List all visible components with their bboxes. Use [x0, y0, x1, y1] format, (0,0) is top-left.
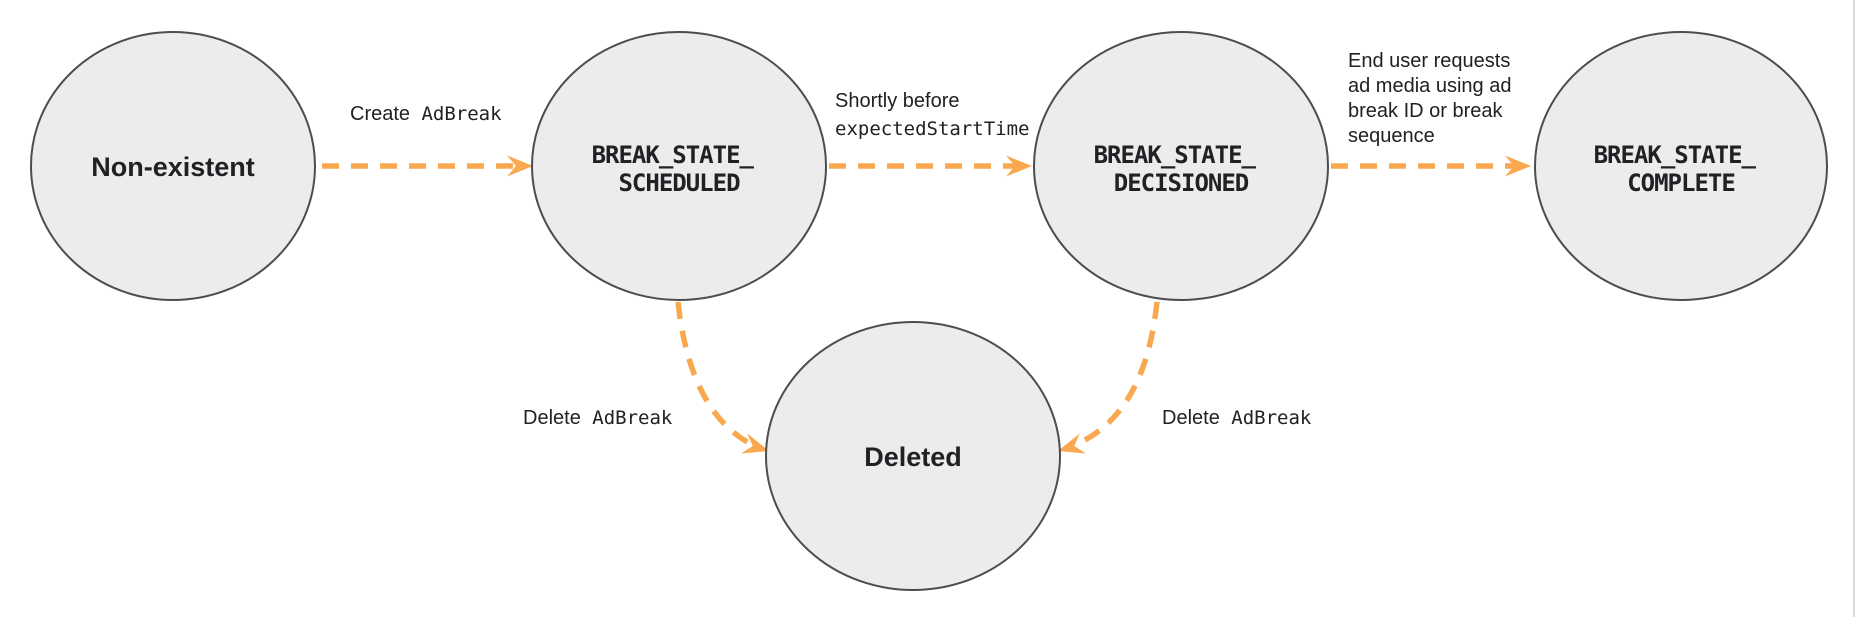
state-node-break-state-complete: BREAK_STATE_ COMPLETE: [1534, 31, 1828, 301]
state-circle: [765, 321, 1061, 591]
transition-arrow-curve: [1068, 301, 1160, 450]
state-node-break-state-decisioned: BREAK_STATE_ DECISIONED: [1033, 31, 1329, 301]
state-node-non-existent: Non-existent: [30, 31, 316, 301]
transition-label: End user requests ad media using ad brea…: [1348, 50, 1517, 147]
transition-label: Delete AdBreak: [1162, 407, 1312, 429]
transition-end-user-requests-ad-media: End user requests ad media using ad brea…: [1331, 50, 1531, 177]
state-label: BREAK_STATE_ DECISIONED: [1094, 141, 1269, 197]
state-label: Deleted: [864, 442, 962, 472]
transition-arrow-curve: [675, 301, 759, 450]
state-circle: [30, 31, 316, 301]
state-label: Non-existent: [91, 152, 255, 182]
state-label: BREAK_STATE_ COMPLETE: [1594, 141, 1769, 197]
state-label: BREAK_STATE_ SCHEDULED: [592, 141, 767, 197]
transition-label: Shortly before expectedStartTime: [835, 90, 1029, 140]
arrowhead-icon: [1006, 155, 1032, 177]
arrowhead-icon: [1058, 433, 1086, 454]
transition-shortly-before-expected-start-time: Shortly before expectedStartTime: [829, 90, 1032, 177]
transition-delete-ad-break-from-scheduled: Delete AdBreak: [523, 301, 769, 454]
state-node-break-state-scheduled: BREAK_STATE_ SCHEDULED: [531, 31, 827, 301]
transition-label: Create AdBreak: [350, 103, 502, 125]
transition-delete-ad-break-from-decisioned: Delete AdBreak: [1058, 301, 1312, 454]
arrowhead-icon: [741, 433, 769, 454]
arrowhead-icon: [1505, 155, 1531, 177]
state-node-deleted: Deleted: [765, 321, 1061, 591]
state-circle: [1033, 31, 1329, 301]
state-circle: [1534, 31, 1828, 301]
transition-label: Delete AdBreak: [523, 407, 673, 429]
arrowhead-icon: [507, 155, 533, 177]
transition-create-ad-break: Create AdBreak: [322, 103, 533, 177]
state-circle: [531, 31, 827, 301]
